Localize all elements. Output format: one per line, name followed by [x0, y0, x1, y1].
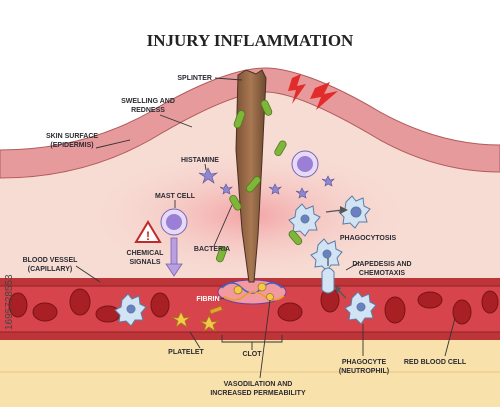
label-swelling: SWELLING AND	[121, 98, 175, 105]
red-blood-cells	[8, 287, 499, 325]
label-vessel: BLOOD VESSEL	[23, 257, 79, 264]
label-swelling-2: REDNESS	[131, 107, 165, 114]
side-id: 1695728553	[4, 274, 15, 330]
lightning-icon	[288, 74, 338, 110]
label-mast-cell: MAST CELL	[155, 193, 196, 200]
label-phagocytosis: PHAGOCYTOSIS	[340, 235, 397, 242]
mast-cell-upper	[291, 150, 319, 178]
splinter	[235, 69, 267, 283]
label-platelet: PLATELET	[168, 349, 204, 356]
skin-surface	[0, 67, 500, 179]
fat-layer	[0, 340, 500, 407]
label-vaso-2: INCREASED PERMEABILITY	[210, 390, 306, 397]
arrow-down-icon	[165, 237, 183, 277]
platelets	[171, 305, 223, 333]
label-chemical: CHEMICAL	[127, 250, 165, 257]
page-title: INJURY INFLAMMATION	[147, 31, 354, 50]
label-diapedesis: DIAPEDESIS AND	[352, 261, 411, 268]
label-bacteria: BACTERIA	[194, 246, 230, 253]
label-skin-2: (EPIDERMIS)	[50, 142, 93, 149]
histamine-molecules	[198, 167, 335, 199]
mast-cell	[160, 208, 188, 236]
arrow-up-icon	[327, 258, 347, 299]
phagocyte-cells	[114, 195, 377, 327]
label-rbc: RED BLOOD CELL	[404, 359, 467, 366]
label-splinter: SPLINTER	[177, 75, 212, 82]
label-chemical-2: SIGNALS	[129, 259, 160, 266]
svg-text:!: !	[146, 229, 150, 243]
bacteria	[216, 99, 303, 263]
label-diapedesis-2: CHEMOTAXIS	[359, 270, 405, 277]
label-skin: SKIN SURFACE	[46, 133, 98, 140]
warning-triangle-icon: !	[134, 220, 162, 243]
label-fibrin: FIBRIN	[196, 296, 219, 303]
label-clot: CLOT	[242, 351, 262, 358]
label-phagocyte-2: (NEUTROPHIL)	[339, 368, 389, 375]
label-vessel-2: (CAPILLARY)	[28, 266, 72, 273]
label-phagocyte: PHAGOCYTE	[342, 359, 387, 366]
leader-lines	[75, 77, 456, 379]
clot	[217, 279, 287, 305]
arrow-right-icon	[325, 206, 348, 214]
label-histamine: HISTAMINE	[181, 157, 219, 164]
label-vaso: VASODILATION AND	[224, 381, 293, 388]
